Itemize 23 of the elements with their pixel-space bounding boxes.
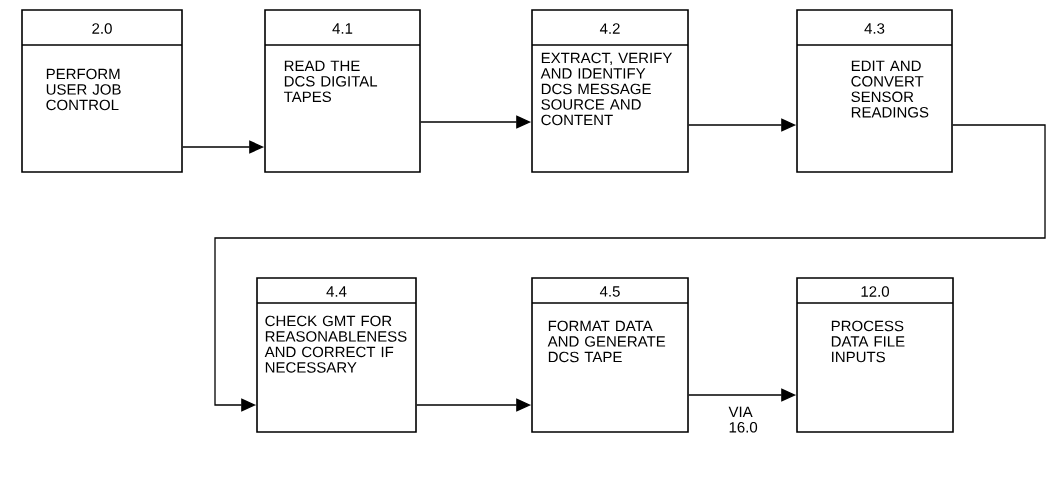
box-number: 12.0 <box>861 286 889 297</box>
box-number: 4.2 <box>599 23 620 34</box>
box-text: PROCESS DATA FILE INPUTS <box>831 320 905 363</box>
arrow <box>214 124 1046 412</box>
edge-label: VIA 16.0 <box>728 406 758 433</box>
box-text: CHECK GMT FOR REASONABLENESS AND CORRECT IF NECESSARY <box>264 315 407 373</box>
process-box <box>264 9 421 173</box>
box-number: 4.3 <box>864 23 885 34</box>
box-number: 2.0 <box>92 23 112 34</box>
box-text: EXTRACT, VERIFY AND IDENTIFY DCS MESSAGE SOURCE AND CONTENT <box>540 52 672 126</box>
box-number: 4.4 <box>326 286 347 297</box>
box-number: 4.5 <box>599 286 620 297</box>
process-box <box>796 9 953 173</box>
process-box <box>531 277 689 433</box>
process-box <box>256 277 417 433</box>
box-text: FORMAT DATA AND GENERATE DCS TAPE <box>547 320 666 363</box>
box-text: EDIT AND CONVERT SENSOR READINGS <box>851 60 929 118</box>
process-box <box>531 9 689 173</box>
box-text: READ THE DCS DIGITAL TAPES <box>284 60 378 103</box>
box-text: PERFORM USER JOB CONTROL <box>46 68 121 111</box>
process-box <box>796 277 954 433</box>
process-box <box>21 9 183 173</box>
box-number: 4.1 <box>332 23 353 34</box>
